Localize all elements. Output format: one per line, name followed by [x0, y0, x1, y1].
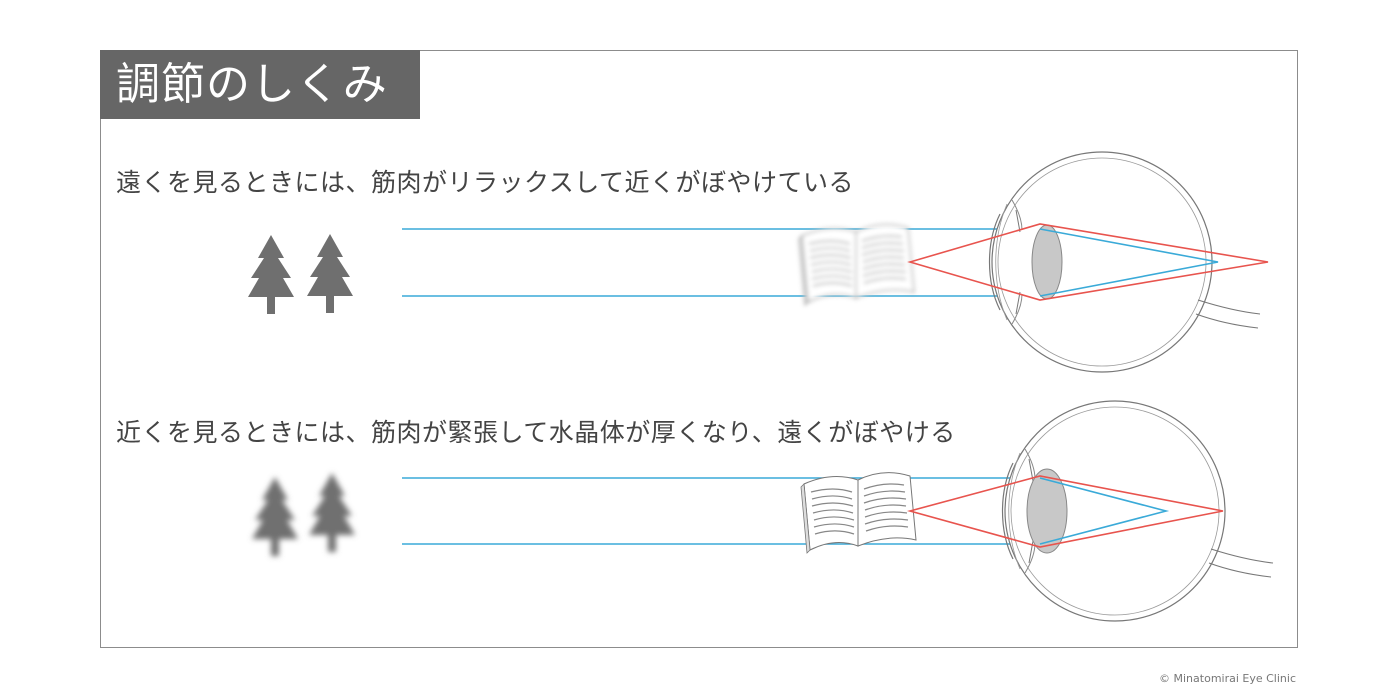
tree-icon [307, 234, 353, 313]
sharp-book-near [800, 472, 917, 554]
tree-icon [252, 477, 298, 556]
eye-far-focus [988, 151, 1261, 373]
blurry-book-near [798, 224, 915, 306]
focus-ray-far-2 [1039, 477, 1170, 545]
focus-ray-near-object-2 [906, 475, 1224, 548]
crystalline-lens-thin [1031, 224, 1063, 300]
eye-near-focus [1001, 400, 1274, 622]
sharp-trees-far [248, 234, 353, 314]
diagram-frame [100, 50, 1298, 648]
tree-icon [309, 473, 355, 552]
book-icon [798, 224, 915, 306]
caption-near-viewing: 近くを見るときには、筋肉が緊張して水晶体が厚くなり、遠くがぼやける [116, 418, 956, 447]
book-icon [800, 472, 917, 554]
page-title: 調節のしくみ [100, 50, 420, 119]
crystalline-lens-thick [1026, 468, 1068, 554]
copyright-credit: © Minatomirai Eye Clinic [1159, 672, 1296, 685]
eye-icon [988, 151, 1261, 373]
caption-far-viewing: 遠くを見るときには、筋肉がリラックスして近くがぼやけている [116, 168, 855, 197]
focus-ray-far [1039, 228, 1219, 297]
blurry-trees-far [252, 473, 355, 556]
tree-icon [248, 235, 294, 314]
focus-ray-near-object [907, 223, 1269, 301]
